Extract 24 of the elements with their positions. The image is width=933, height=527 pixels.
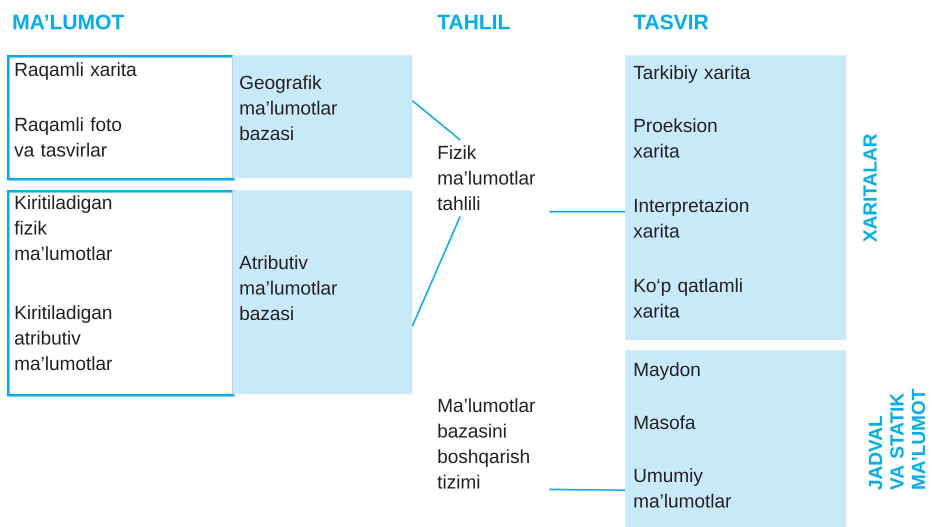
column-heading: MA’LUMOT [14, 14, 124, 30]
item-text: Atributiv ma’lumotlar bazasi [239, 255, 338, 320]
connector-line [549, 210, 625, 212]
item-text: Kiritiladigan fizik ma’lumotlar [14, 195, 112, 260]
item-text: Tarkibiy xarita [634, 65, 750, 83]
process-text: Ma’lumotlar bazasini boshqarish tizimi [438, 398, 536, 489]
item-text: Umumiy ma’lumotlar [634, 468, 732, 508]
column-heading: TAHLIL [437, 14, 510, 30]
item-text: Raqamli foto va tasvirlar [14, 117, 122, 157]
item-text: Geografik ma’lumotlar bazasi [240, 75, 338, 140]
connector-line [549, 488, 626, 491]
item-text: Ko‘p qatlamli xarita [633, 278, 742, 318]
item-text: Kiritiladigan atributiv ma’lumotlar [15, 305, 112, 370]
column-heading: TASVIR [633, 14, 708, 30]
item-text: Masofa [634, 415, 696, 430]
connector-line [412, 216, 461, 327]
item-text: Raqamli xarita [16, 62, 137, 80]
connector-line [412, 100, 461, 141]
item-text: Proeksion xarita [633, 118, 716, 158]
item-text: Interpretazion xarita [633, 198, 748, 238]
process-text: Fizik ma’lumotlar tahlili [438, 145, 536, 210]
group-label: JADVAL VA STATIK MA’LUMOT [868, 388, 926, 490]
group-label: XARITALAR [863, 134, 877, 242]
item-text: Maydon [634, 362, 700, 380]
